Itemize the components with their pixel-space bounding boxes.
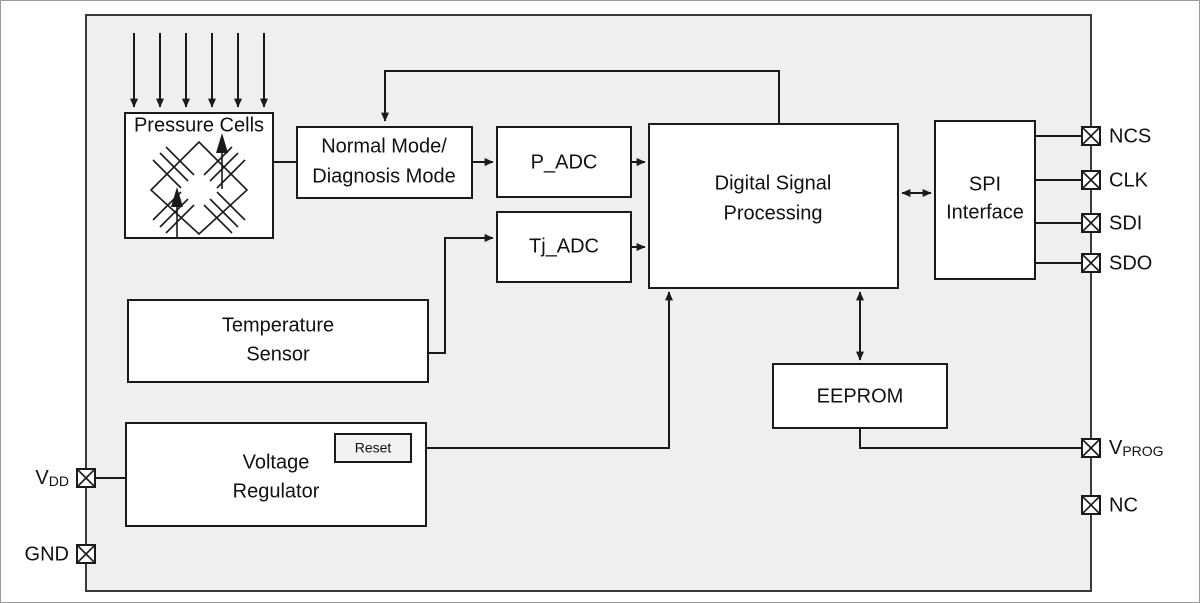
block-temperature-sensor-label-line2: Sensor — [246, 343, 310, 365]
wire-dsp-feedback-to-normalmode — [381, 70, 780, 124]
pin-vprog-label: V — [1109, 437, 1123, 459]
pin-vprog[interactable]: VPROG — [1081, 437, 1164, 459]
block-voltage-regulator-label-line2: Regulator — [233, 480, 320, 502]
block-reset[interactable]: Reset — [334, 433, 412, 463]
pin-ncs[interactable]: NCS — [1081, 125, 1151, 147]
block-spi-interface[interactable]: SPI Interface — [934, 120, 1036, 280]
block-voltage-regulator[interactable]: Voltage Regulator — [125, 422, 427, 527]
pin-clk[interactable]: CLK — [1081, 169, 1149, 191]
block-voltage-regulator-label-line1: Voltage — [243, 451, 310, 473]
pin-gnd[interactable]: GND — [25, 543, 96, 565]
pin-sdo[interactable]: SDO — [1081, 252, 1152, 274]
block-reset-label: Reset — [355, 440, 392, 456]
pin-sdi[interactable]: SDI — [1081, 212, 1142, 234]
block-temperature-sensor-label-line1: Temperature — [222, 314, 334, 336]
block-pressure-cells[interactable]: Pressure Cells — [124, 112, 274, 239]
svg-text:VDD: VDD — [35, 467, 69, 489]
block-normal-mode-label-line2: Diagnosis Mode — [312, 165, 455, 187]
wire-tempsensor-to-tjadc — [428, 234, 494, 354]
wire-eeprom-to-vprog — [859, 428, 1086, 449]
pin-vdd-subscript: DD — [49, 473, 69, 489]
pin-vprog-subscript: PROG — [1122, 443, 1163, 459]
block-normal-mode-label-line1: Normal Mode/ — [321, 135, 447, 157]
block-temperature-sensor[interactable]: Temperature Sensor — [127, 299, 429, 383]
pin-gnd-label: GND — [25, 543, 69, 565]
pin-vdd[interactable]: VDD — [35, 467, 96, 489]
pin-ncs-label: NCS — [1109, 125, 1151, 147]
pressure-input-arrows — [130, 33, 268, 108]
pin-clk-label: CLK — [1109, 169, 1149, 191]
pin-sdi-label: SDI — [1109, 212, 1142, 234]
block-p-adc-label: P_ADC — [531, 151, 598, 173]
pin-nc[interactable]: NC — [1081, 494, 1138, 516]
block-normal-diagnosis-mode[interactable]: Normal Mode/ Diagnosis Mode — [296, 126, 473, 199]
block-dsp-label-line2: Processing — [724, 202, 823, 224]
block-digital-signal-processing[interactable]: Digital Signal Processing — [648, 123, 899, 289]
block-tj-adc-label: Tj_ADC — [529, 235, 599, 257]
wire-reset-to-dsp — [411, 291, 673, 449]
block-pressure-cells-label: Pressure Cells — [134, 114, 264, 136]
block-spi-label-line2: Interface — [946, 201, 1024, 223]
svg-text:VPROG: VPROG — [1109, 437, 1164, 459]
block-spi-label-line1: SPI — [969, 173, 1001, 195]
block-eeprom[interactable]: EEPROM — [772, 363, 948, 429]
wheatstone-bridge-icon — [149, 133, 249, 238]
pin-nc-label: NC — [1109, 494, 1138, 516]
pin-sdo-label: SDO — [1109, 252, 1152, 274]
block-p-adc[interactable]: P_ADC — [496, 126, 632, 198]
block-dsp-label-line1: Digital Signal — [715, 172, 832, 194]
block-tj-adc[interactable]: Tj_ADC — [496, 211, 632, 283]
pin-vdd-label: V — [35, 467, 49, 489]
block-eeprom-label: EEPROM — [817, 385, 904, 407]
